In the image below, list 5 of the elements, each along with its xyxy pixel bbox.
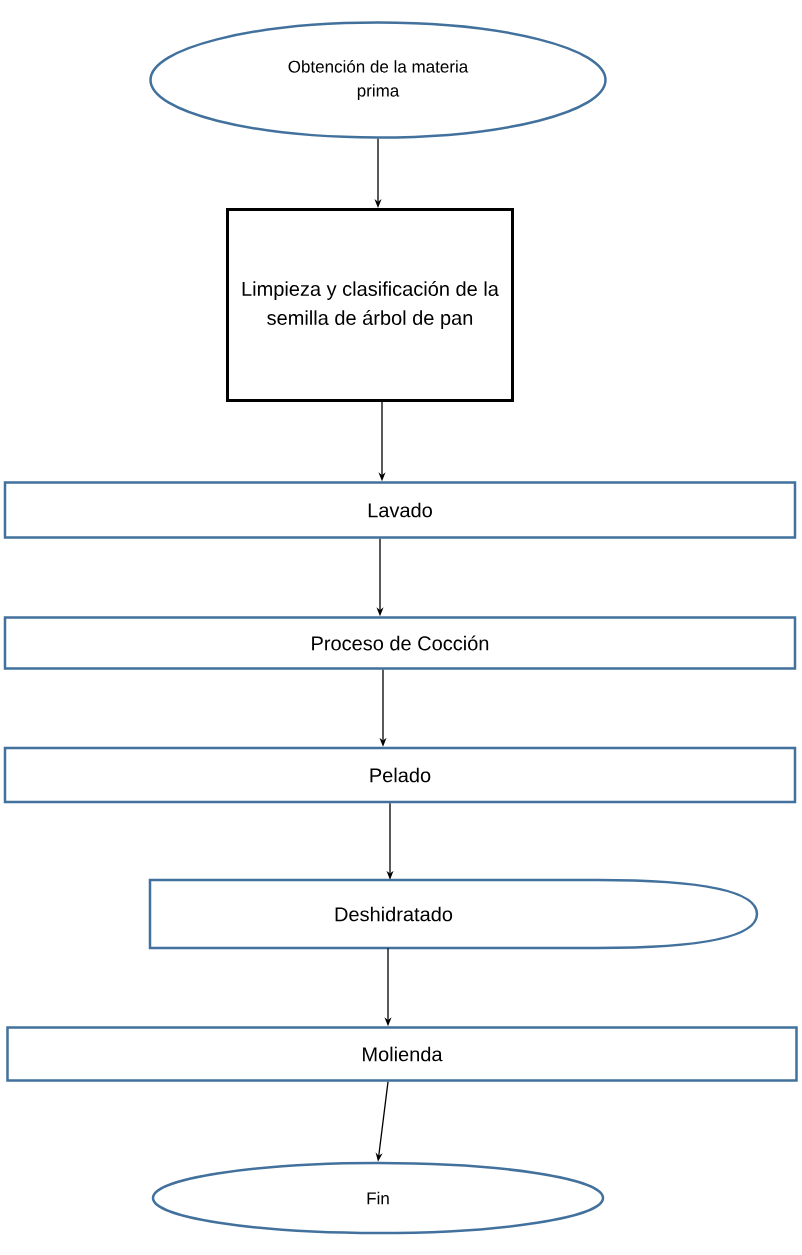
process-box: Proceso de Cocción (3, 616, 797, 670)
process-box: Molienda (6, 1026, 798, 1082)
process-box: Pelado (3, 746, 797, 804)
process-box: Lavado (3, 481, 797, 539)
process-box: Limpieza y clasificación de la semilla de árbol de pan (226, 208, 514, 402)
